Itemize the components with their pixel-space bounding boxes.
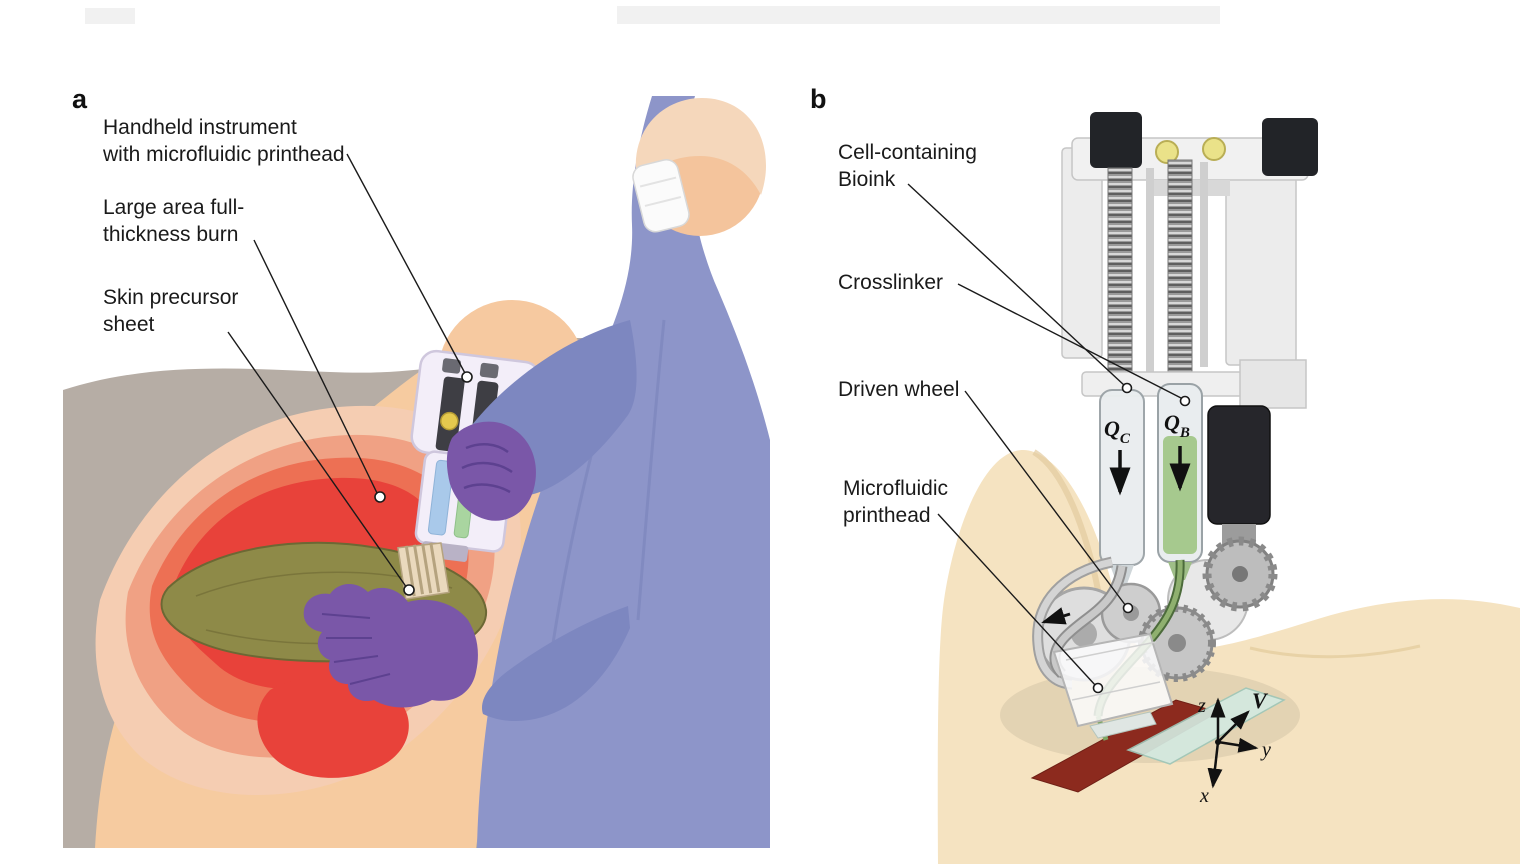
glove-spreading-sheet: [303, 583, 478, 708]
burn-core-lower-lobe: [257, 676, 409, 778]
screw-cap-right: [1202, 137, 1226, 161]
panel-a-leaders: [227, 153, 473, 596]
annotation-burn-line1: Large area full-: [103, 196, 244, 219]
screw-cap-left: [1155, 140, 1179, 164]
lead-screw-left: [1107, 167, 1133, 379]
axis-x-arrow: [1207, 741, 1223, 789]
leader-endpoint-marker: [1122, 602, 1134, 614]
leader-endpoint-marker: [1121, 382, 1133, 394]
syringe-cap-left: [440, 411, 459, 431]
skin-contour: [1249, 644, 1421, 659]
syringes: [1099, 383, 1203, 584]
crosslinker-tube: [1051, 565, 1126, 677]
frame-right-column: [1225, 149, 1297, 366]
tube-loop: [1034, 558, 1113, 688]
drive-motor: [1207, 405, 1271, 525]
crosslinker-channel: [427, 459, 454, 536]
drive-assembly: [1167, 405, 1278, 641]
motor-gear-hub: [1232, 566, 1248, 582]
wheel-motion-arrow: [1041, 607, 1071, 625]
annotation-crosslinker: Crosslinker: [838, 271, 943, 294]
panel-b-label: b: [810, 84, 827, 114]
axis-y-arrow: [1217, 737, 1259, 753]
surgeon: [303, 96, 770, 848]
printed-skin-sheet: [1126, 687, 1286, 765]
surgical-mask: [632, 159, 690, 233]
axis-v-arrow: [1217, 710, 1250, 743]
annotation-printhead-line2: printhead: [843, 504, 931, 527]
flow-label-qb: QB: [1164, 410, 1190, 441]
surgical-cap: [635, 98, 766, 195]
panel-a-label: a: [72, 84, 88, 114]
lead-screw-right: [1167, 159, 1193, 373]
motor-mount: [1239, 359, 1307, 409]
axis-v-label: V: [1252, 688, 1269, 713]
axis-y-label: y: [1260, 739, 1271, 761]
leader-crosslinker: [957, 283, 1184, 400]
gear-wheel-hub: [1168, 634, 1186, 652]
instrument-tab-right: [479, 362, 499, 379]
microfluidic-printhead: [1052, 632, 1174, 739]
printhead-nozzle-edge: [1089, 711, 1157, 739]
annotation-handheld-line1: Handheld instrument: [103, 116, 297, 139]
leader-burn: [253, 239, 379, 496]
leader-endpoint-marker: [461, 371, 473, 383]
leader-printhead: [937, 513, 1097, 687]
annotation-sheet-line2: sheet: [103, 313, 155, 336]
annotation-burn-line2: thickness burn: [103, 223, 238, 246]
surgeon-lower-arm: [481, 606, 630, 722]
leader-endpoint-marker: [1092, 682, 1104, 694]
panel-b-leaders: [907, 183, 1191, 694]
leader-bioink: [907, 183, 1126, 387]
axis-x-label: x: [1199, 785, 1209, 807]
guide-rod: [1146, 168, 1154, 373]
leader-endpoint-marker: [403, 584, 415, 596]
annotation-sheet-line1: Skin precursor: [103, 286, 238, 309]
annotation-driven-wheel: Driven wheel: [838, 378, 959, 401]
leader-handheld: [346, 153, 467, 376]
annotation-handheld-line2: with microfluidic printhead: [102, 143, 345, 166]
leader-driven-wheel: [964, 390, 1127, 607]
leader-endpoint-marker: [374, 491, 386, 503]
panel-a: a Handheld instrument with microfluidic …: [63, 84, 770, 848]
plunger-clamp-right: [1262, 118, 1318, 176]
leader-sheet: [227, 331, 408, 589]
scrub-fold: [636, 319, 666, 621]
page-artifact: [617, 6, 1220, 24]
coordinate-axes: z V y x: [1197, 688, 1271, 807]
leader-endpoint-marker: [1179, 395, 1191, 407]
glove-holding-device: [446, 421, 536, 521]
printhead-lamination-lines: [1065, 641, 1161, 701]
panel-b: QC QB z V y x b Cell: [810, 84, 1520, 864]
annotation-printhead-line1: Microfluidic: [843, 477, 948, 500]
instrument-tab-left: [442, 358, 461, 374]
motor-gear-teeth: [1202, 536, 1278, 612]
guide-rod: [1200, 162, 1208, 367]
flow-label-qc: QC: [1104, 416, 1131, 447]
axis-z-label: z: [1197, 695, 1206, 717]
page-artifact: [85, 8, 135, 24]
plunger-clamp-left: [1090, 112, 1142, 168]
annotation-bioink-line1: Cell-containing: [838, 141, 977, 164]
annotation-bioink-line2: Bioink: [838, 168, 896, 191]
